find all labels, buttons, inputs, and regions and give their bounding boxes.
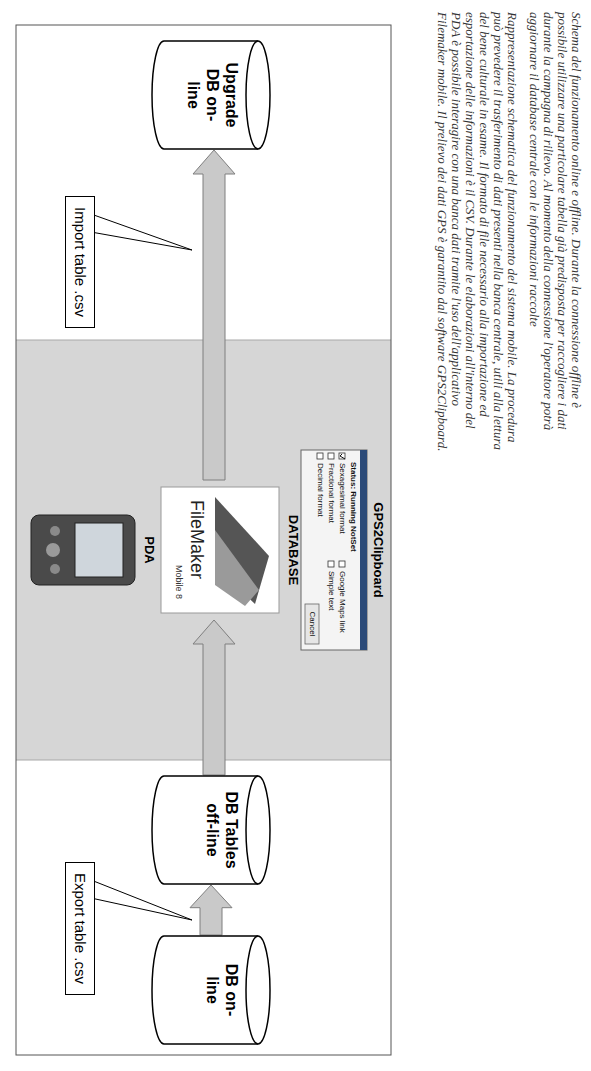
checkbox	[339, 561, 345, 567]
cylinder-top	[246, 776, 270, 884]
database-cylinder: DB on-line	[151, 935, 271, 1045]
cylinder-body	[152, 776, 258, 884]
status-text: Status: Running NotSet	[348, 462, 358, 552]
node-label: DATABASE	[285, 480, 301, 620]
option-label: Google Maps link	[337, 571, 347, 633]
option-label: Sexagesimal format	[337, 463, 347, 534]
cylinder-top	[246, 936, 270, 1044]
pda-button	[50, 564, 60, 574]
node-label: PDA	[141, 505, 157, 595]
option-label: Decimal format	[315, 463, 325, 517]
node-label: Export table .csv	[71, 873, 89, 984]
device-group: PDA	[27, 505, 157, 595]
checkbox	[339, 453, 345, 459]
checkbox	[328, 453, 334, 459]
diagram-frame	[16, 25, 391, 1055]
node-label: DB on-line	[203, 955, 241, 1025]
logo-text: Mobile 8	[173, 565, 184, 599]
option-label: Fractional format	[326, 463, 336, 523]
checkbox	[317, 453, 323, 459]
node-label: DB Tables off-line	[203, 787, 241, 873]
database-cylinder: Upgrade DB on-line	[151, 40, 271, 150]
pda-button	[50, 526, 60, 536]
pda-body	[31, 515, 135, 585]
window	[301, 450, 367, 650]
gps-screenshot	[301, 450, 367, 650]
cylinder-body	[152, 936, 258, 1044]
filemaker-logo	[161, 487, 279, 613]
option-label: Simple text	[326, 571, 336, 611]
callout-tail	[91, 880, 192, 920]
logo-text: FileMaker	[186, 500, 207, 579]
node-label: GPS2Clipboard	[370, 445, 386, 655]
node-label: Upgrade DB on-line	[184, 60, 241, 130]
pda-screen	[75, 523, 123, 577]
callout-box: Import table .csv	[65, 196, 95, 328]
caption-text: Schema del funzionamento online e offlin…	[527, 12, 583, 452]
flow-arrow	[190, 885, 232, 935]
logo-shape	[215, 530, 259, 606]
node-label: Import table .csv	[71, 207, 89, 317]
callout-box: Export table .csv	[65, 862, 95, 995]
check-mark	[340, 454, 345, 459]
pda-photo	[31, 515, 135, 585]
caption-text: Rappresentazione schematica del funziona…	[435, 12, 519, 452]
checkbox	[328, 561, 334, 567]
logo-box	[161, 487, 279, 613]
flow-arrow	[193, 620, 235, 775]
flow-arrow	[193, 150, 235, 480]
button-label: Cancel	[307, 604, 317, 644]
callout-tail	[91, 214, 192, 250]
title-bar	[360, 450, 367, 650]
cylinder-top	[246, 41, 270, 149]
cylinder-body	[152, 41, 258, 149]
database-cylinder: DB Tables off-line	[151, 775, 271, 885]
pda-button	[46, 543, 60, 557]
button	[305, 604, 319, 644]
